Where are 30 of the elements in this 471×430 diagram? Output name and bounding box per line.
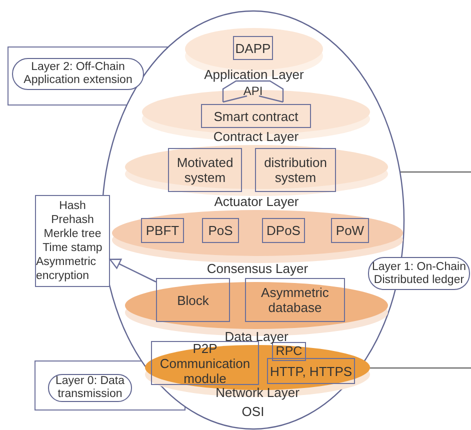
component-box: Smart contract bbox=[201, 104, 311, 128]
component-box: DPoS bbox=[262, 218, 305, 243]
component-box: Block bbox=[156, 278, 230, 322]
layer-label: Actuator Layer bbox=[214, 194, 299, 209]
layer-label: Network Layer bbox=[216, 385, 300, 400]
component-box: HTTP, HTTPS bbox=[267, 358, 355, 384]
component-box: PBFT bbox=[141, 218, 184, 243]
component-box: Motivated system bbox=[168, 148, 242, 192]
list-item: Merkle tree bbox=[44, 227, 102, 241]
component-box: PoW bbox=[331, 218, 369, 243]
layer-label: Data Layer bbox=[224, 329, 288, 344]
layer-label: Contract Layer bbox=[213, 129, 299, 144]
layer-tag: Layer 1: On-Chain Distributed ledger bbox=[368, 257, 470, 290]
layer-label: Application Layer bbox=[204, 67, 304, 82]
component-box: DAPP bbox=[233, 36, 273, 60]
stack-label: OSI bbox=[242, 404, 264, 419]
api-connector: API bbox=[222, 80, 284, 104]
list-item: Hash bbox=[59, 199, 86, 213]
list-item: Asymmetric encryption bbox=[36, 255, 98, 283]
list-item: Prehash bbox=[51, 213, 94, 227]
layer-label: Consensus Layer bbox=[206, 261, 308, 276]
feature-list-box bbox=[35, 195, 110, 287]
layer-tag: Layer 2: Off-Chain Application extension bbox=[12, 58, 144, 90]
component-box: Asymmetric database bbox=[245, 278, 345, 322]
layer-tag: Layer 0: Data transmission bbox=[48, 374, 132, 402]
list-item: Time stamp bbox=[42, 241, 102, 255]
arrow bbox=[109, 258, 156, 282]
component-box: PoS bbox=[202, 218, 239, 243]
component-box: RPC bbox=[272, 342, 306, 361]
component-box: distribution system bbox=[255, 148, 336, 192]
